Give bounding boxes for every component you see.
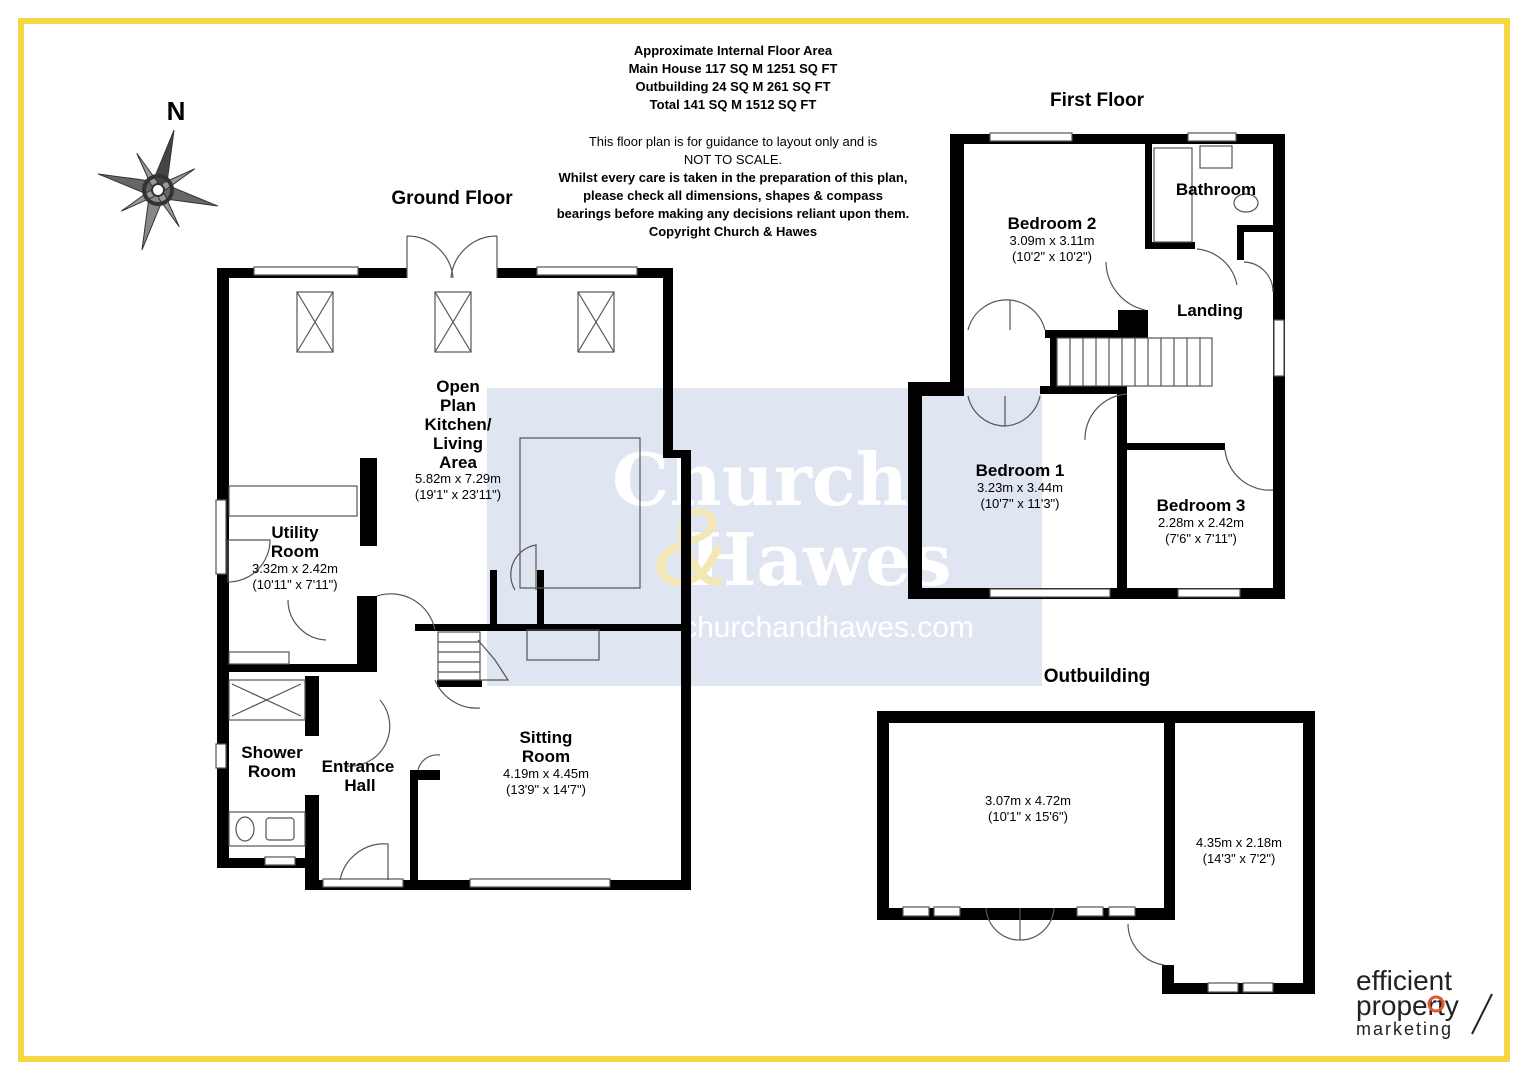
disclaimer-line-6: Copyright Church & Hawes — [649, 224, 817, 239]
logo-line-1: efficient — [1356, 965, 1452, 996]
utility-metric: 3.32m x 2.42m — [252, 561, 338, 576]
watermark-word-2: Hawes — [688, 517, 951, 602]
bedroom1-imperial: (10'7" x 11'3") — [981, 496, 1060, 511]
outbuilding-plan: 3.07m x 4.72m (10'1" x 15'6") 4.35m x 2.… — [877, 711, 1315, 994]
sitting-metric: 4.19m x 4.45m — [503, 766, 589, 781]
outbuilding-side-imperial: (14'3" x 7'2") — [1203, 851, 1276, 866]
utility-label-1: Utility — [271, 523, 319, 542]
bedroom2-label: Bedroom 2 — [1008, 214, 1097, 233]
logo-aperture-icon — [1427, 995, 1445, 1013]
bathroom-label: Bathroom — [1176, 180, 1256, 199]
outbuilding-dimensions: 3.07m x 4.72m (10'1" x 15'6") 4.35m x 2.… — [985, 793, 1282, 866]
ground-floor-title: Ground Floor — [391, 188, 513, 209]
bedroom3-imperial: (7'6" x 7'11") — [1165, 531, 1237, 546]
first-floor-plan: Bedroom 2 Bathroom Landing Bedroom 1 Bed… — [908, 132, 1285, 599]
watermark-url: churchandhawes.com — [682, 611, 974, 644]
sitting-imperial: (13'9" x 14'7") — [506, 782, 586, 797]
landing-label: Landing — [1177, 301, 1243, 320]
logo-tick-icon — [1471, 993, 1493, 1035]
outbuilding-side-metric: 4.35m x 2.18m — [1196, 835, 1282, 850]
first-floor-fixtures — [967, 132, 1285, 598]
ground-floor-dimensions: 5.82m x 7.29m (19'1" x 23'11") 3.32m x 2… — [252, 471, 589, 797]
shower-label-2: Room — [248, 762, 296, 781]
utility-imperial: (10'11" x 7'11") — [252, 577, 337, 592]
entrance-label-2: Hall — [344, 776, 375, 795]
area-line-2: Main House 117 SQ M 1251 SQ FT — [629, 61, 838, 76]
compass-rose-icon: N — [97, 96, 219, 251]
outbuilding-main-metric: 3.07m x 4.72m — [985, 793, 1071, 808]
kitchen-label-4: Living — [433, 434, 483, 453]
watermark: Church Hawes & churchandhawes.com — [487, 388, 1042, 686]
bedroom3-label: Bedroom 3 — [1157, 496, 1246, 515]
disclaimer-line-2: NOT TO SCALE. — [684, 152, 782, 167]
area-line-1: Approximate Internal Floor Area — [634, 43, 833, 58]
ground-floor-plan: Open Plan Kitchen/ Living Area Utility R… — [215, 235, 691, 890]
kitchen-label-3: Kitchen/ — [424, 415, 491, 434]
sitting-label-2: Room — [522, 747, 570, 766]
disclaimer-line-4: please check all dimensions, shapes & co… — [583, 188, 883, 203]
first-floor-dimensions: 3.09m x 3.11m (10'2" x 10'2") 3.23m x 3.… — [977, 233, 1244, 546]
area-line-4: Total 141 SQ M 1512 SQ FT — [650, 97, 817, 112]
yellow-border — [18, 18, 1510, 1062]
disclaimer-line-5: bearings before making any decisions rel… — [557, 206, 910, 221]
sitting-label-1: Sitting — [520, 728, 573, 747]
outbuilding-main-imperial: (10'1" x 15'6") — [988, 809, 1068, 824]
bedroom2-imperial: (10'2" x 10'2") — [1012, 249, 1092, 264]
area-line-3: Outbuilding 24 SQ M 261 SQ FT — [635, 79, 830, 94]
kitchen-label-1: Open — [436, 377, 479, 396]
first-floor-labels: Bedroom 2 Bathroom Landing Bedroom 1 Bed… — [976, 180, 1257, 515]
bedroom3-metric: 2.28m x 2.42m — [1158, 515, 1244, 530]
outbuilding-title: Outbuilding — [1044, 666, 1151, 687]
watermark-word-1: Church — [612, 437, 908, 522]
first-floor-walls — [908, 134, 1285, 599]
bedroom1-metric: 3.23m x 3.44m — [977, 480, 1063, 495]
outbuilding-fixtures — [902, 906, 1274, 993]
kitchen-label-5: Area — [439, 453, 477, 472]
entrance-label-1: Entrance — [322, 757, 395, 776]
header-info: Approximate Internal Floor Area Main Hou… — [557, 43, 910, 239]
first-floor-title: First Floor — [1050, 90, 1145, 111]
ground-floor-fixtures — [215, 235, 641, 888]
bedroom2-metric: 3.09m x 3.11m — [1009, 233, 1094, 248]
kitchen-imperial: (19'1" x 23'11") — [415, 487, 501, 502]
kitchen-label-2: Plan — [440, 396, 476, 415]
logo-line-3: marketing — [1356, 1019, 1453, 1039]
ground-floor-labels: Open Plan Kitchen/ Living Area Utility R… — [241, 377, 572, 795]
kitchen-metric: 5.82m x 7.29m — [415, 471, 501, 486]
utility-label-2: Room — [271, 542, 319, 561]
watermark-ampersand-icon: & — [655, 486, 728, 609]
shower-label-1: Shower — [241, 743, 303, 762]
bedroom1-label: Bedroom 1 — [976, 461, 1065, 480]
disclaimer-line-1: This floor plan is for guidance to layou… — [589, 134, 878, 149]
efficient-property-marketing-logo: efficient property marketing — [1356, 965, 1493, 1039]
compass-north-label: N — [167, 96, 186, 126]
disclaimer-line-3: Whilst every care is taken in the prepar… — [559, 170, 908, 185]
